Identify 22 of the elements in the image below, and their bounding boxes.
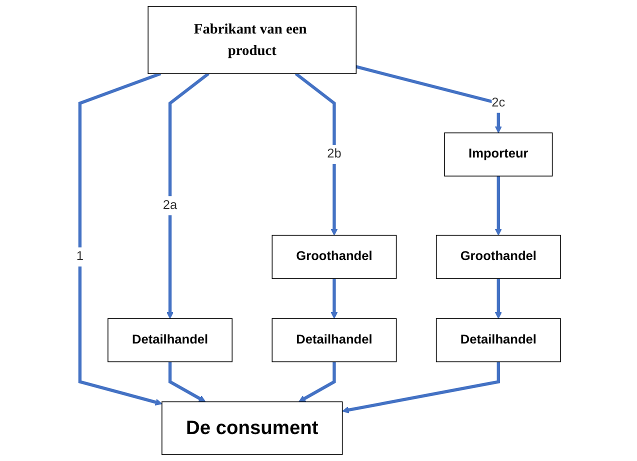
node-box: Groothandel [272, 234, 397, 279]
node-box: Fabrikant van een product [148, 6, 357, 74]
arrow [298, 362, 336, 402]
node-box: De consument [162, 401, 343, 455]
node-box: Detailhandel [272, 318, 397, 362]
arrow [494, 176, 502, 236]
arrow [166, 72, 210, 319]
arrow [78, 72, 162, 406]
arrow [494, 278, 502, 319]
edge-label: 2b [327, 147, 342, 161]
edge-label: 2a [162, 198, 178, 212]
arrow [342, 362, 500, 414]
edge-label: 1 [76, 250, 84, 264]
node-box: Detailhandel [108, 318, 233, 362]
node-box: Importeur [444, 132, 553, 176]
node-box: Detailhandel [436, 318, 561, 362]
arrow [168, 362, 206, 402]
edge-label: 2c [492, 96, 506, 110]
node-box: Groothandel [436, 234, 561, 279]
arrow [294, 72, 338, 236]
arrow [356, 65, 502, 134]
arrow [330, 278, 338, 319]
